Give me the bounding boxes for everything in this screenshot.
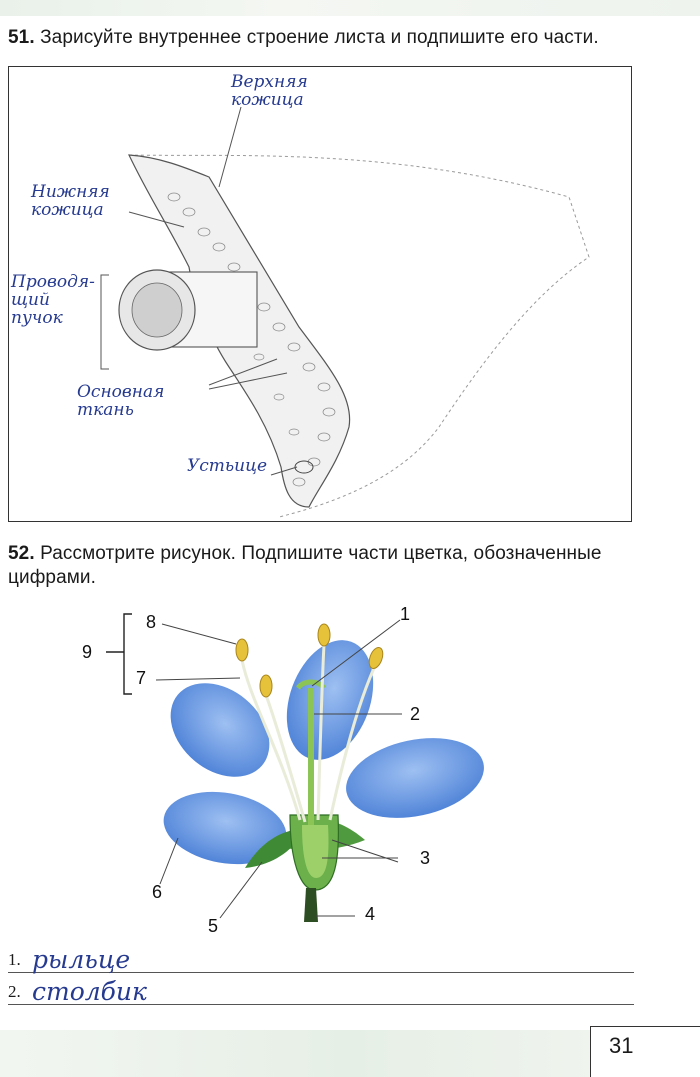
leaf-drawing-frame: Верхняя кожица Нижняя кожица Проводя- щи… xyxy=(8,66,632,522)
marker-7: 7 xyxy=(136,668,147,688)
marker-9: 9 xyxy=(82,642,93,662)
petal-upper-left xyxy=(170,683,270,777)
leaf-outline xyxy=(128,154,590,518)
marker-4: 4 xyxy=(365,904,376,924)
flower-diagram: 1 2 3 4 5 6 7 8 9 xyxy=(0,600,700,940)
marker-8: 8 xyxy=(146,612,157,632)
petal-lower-left xyxy=(163,791,287,865)
task-52-number: 52. xyxy=(8,543,35,564)
top-decor-strip xyxy=(0,0,700,16)
task-51-text: Зарисуйте внутреннее строение листа и по… xyxy=(34,27,599,48)
leaf-section-drawing xyxy=(100,106,590,518)
page-number: 31 xyxy=(609,1033,634,1058)
stoma-shape xyxy=(294,460,314,474)
answer-line-2[interactable]: 2. столбик xyxy=(8,977,634,1006)
marker-1: 1 xyxy=(400,604,411,624)
answer-2-index: 2. xyxy=(8,982,21,1001)
task-51-number: 51. xyxy=(8,27,35,48)
page-number-box: 31 xyxy=(590,1026,700,1077)
anthers xyxy=(235,623,384,698)
task-52-text: Рассмотрите рисунок. Подпишите части цве… xyxy=(8,543,602,588)
label-lower-skin: Нижняя кожица xyxy=(31,182,110,220)
marker-5: 5 xyxy=(208,916,219,936)
marker-3: 3 xyxy=(420,848,431,868)
label-pointers xyxy=(100,106,298,476)
task-52-title: 52. Рассмотрите рисунок. Подпишите части… xyxy=(8,542,648,590)
label-vascular-bundle: Проводя- щий пучок xyxy=(11,272,95,328)
bottom-decor-strip xyxy=(0,1030,700,1077)
task-51-title: 51. Зарисуйте внутреннее строение листа … xyxy=(8,26,599,50)
flower-drawing xyxy=(106,613,484,922)
sepal-left xyxy=(245,829,305,868)
marker-6: 6 xyxy=(152,882,163,902)
answer-1-value: рыльце xyxy=(32,945,131,974)
pistil-style xyxy=(308,688,314,825)
answer-1-index: 1. xyxy=(8,950,21,969)
leader-lines xyxy=(155,619,402,919)
stamen-filaments xyxy=(240,644,376,823)
marker-2: 2 xyxy=(410,704,421,724)
stem xyxy=(304,888,318,922)
bracket-9 xyxy=(123,613,132,695)
petal-right xyxy=(346,738,484,818)
petal-upper-center xyxy=(286,640,374,760)
vascular-bundle-core xyxy=(131,282,183,338)
label-ground-tissue: Основная ткань xyxy=(77,382,165,420)
label-upper-skin: Верхняя кожица xyxy=(231,72,308,110)
answer-2-value: столбик xyxy=(32,977,147,1006)
ovary xyxy=(302,825,329,878)
label-stoma: Устьице xyxy=(187,456,268,476)
answer-line-1[interactable]: 1. рыльце xyxy=(8,945,634,974)
